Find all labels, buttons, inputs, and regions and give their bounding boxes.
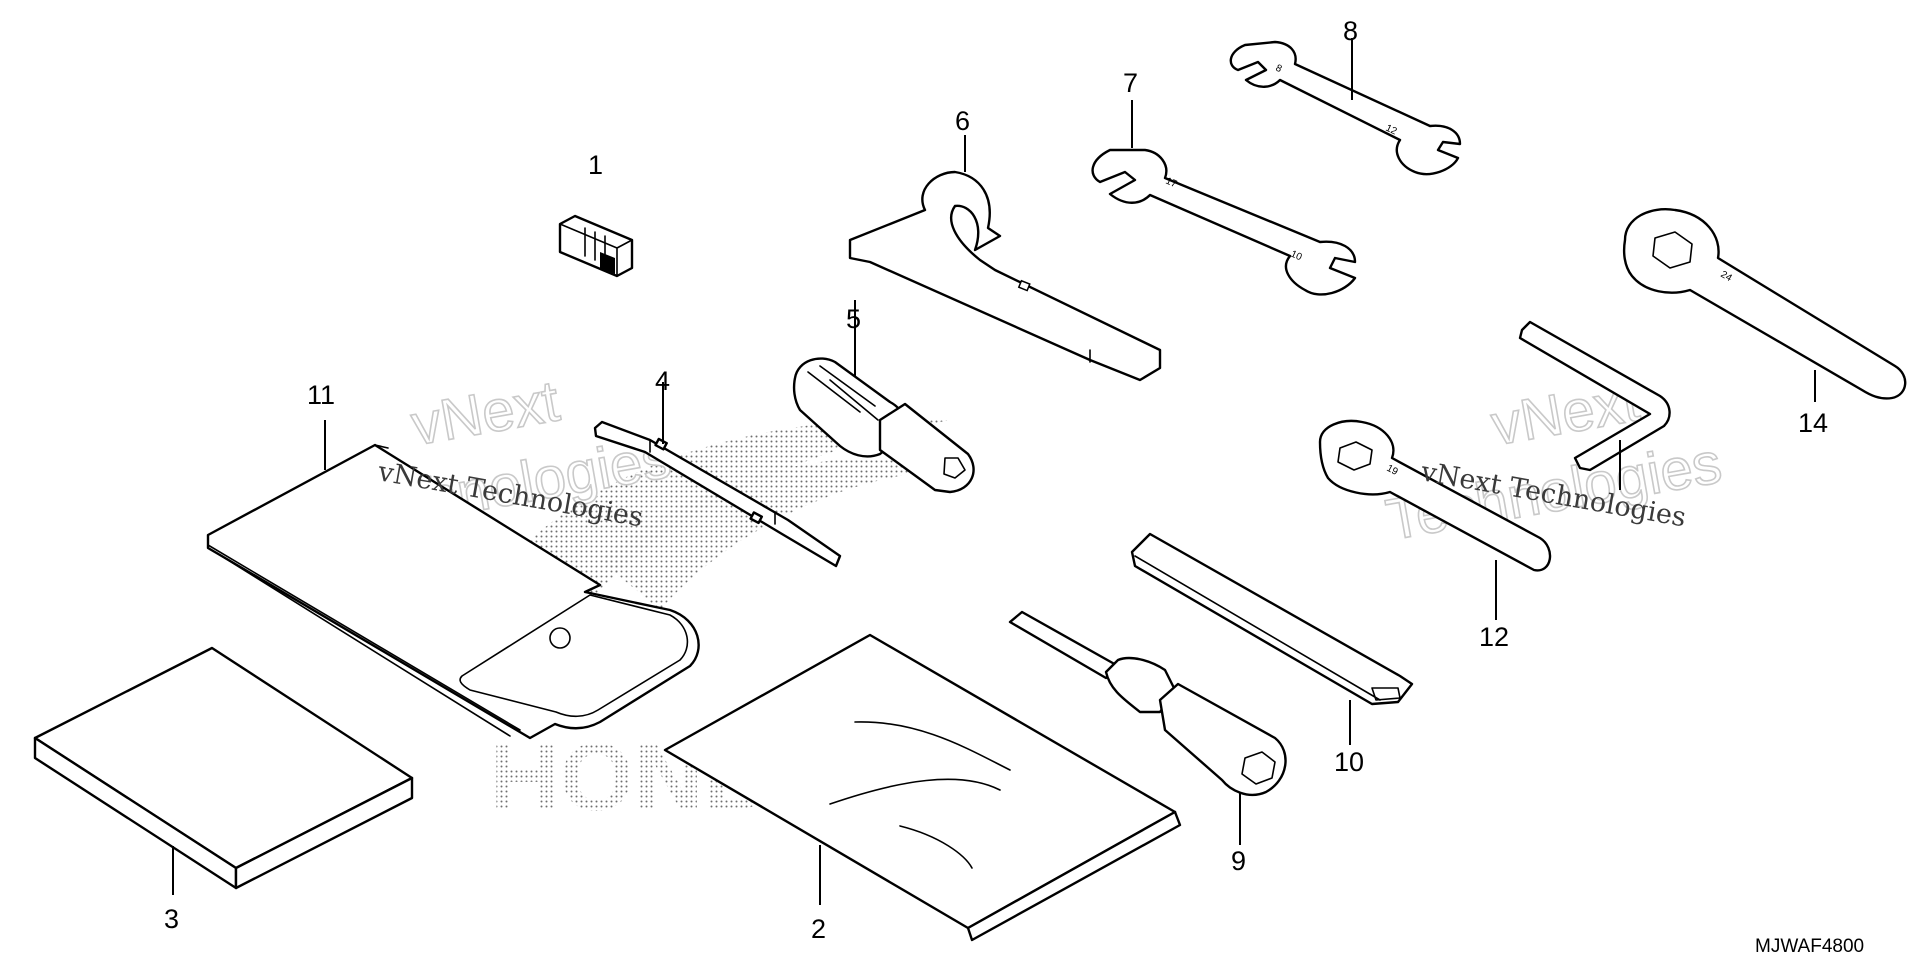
watermark-left-line1: vNext: [407, 368, 564, 458]
part-5-screwdriver-handle: [792, 300, 975, 494]
part-2-document-bag: [663, 633, 1182, 942]
callout-1: 1: [588, 150, 603, 180]
callout-5: 5: [846, 304, 861, 334]
wrench-14-mark: 24: [1719, 269, 1735, 284]
part-11-tool-bag: [206, 420, 700, 740]
wrench-7-mark-right: 10: [1289, 249, 1304, 264]
wrench-8-mark-right: 12: [1384, 123, 1399, 138]
diagram-code: MJWAF4800: [1755, 936, 1864, 957]
part-1-fuse: [558, 214, 634, 278]
part-6-hook-spanner: [848, 135, 1162, 382]
part-8-small-wrench: 8 12: [1229, 38, 1462, 176]
callout-6: 6: [955, 106, 970, 136]
part-13-hex-key: [1518, 320, 1671, 490]
wrench-12-mark: 19: [1385, 463, 1400, 478]
callout-7: 7: [1123, 68, 1138, 98]
part-4-screwdriver-bit: [593, 382, 842, 568]
part-9-plug-wrench: [1008, 610, 1287, 845]
callout-12: 12: [1479, 622, 1509, 652]
callout-3: 3: [164, 904, 179, 934]
callout-numbers: 1 2 3 4 5 6 7 8 9 10 11 12 14: [164, 16, 1828, 944]
wrench-8-mark-left: 8: [1274, 63, 1284, 76]
part-14-box-wrench: 24: [1622, 208, 1907, 402]
part-12-box-wrench: 19: [1318, 419, 1552, 620]
callout-11: 11: [307, 380, 335, 410]
callout-8: 8: [1343, 16, 1358, 46]
callout-2: 2: [811, 914, 826, 944]
part-7-open-wrench: 17 10: [1091, 100, 1357, 296]
callout-14: 14: [1798, 408, 1828, 438]
wrench-7-mark-left: 17: [1164, 176, 1179, 191]
part-3-owners-manual: [33, 646, 414, 895]
part-10-flat-bar: [1130, 532, 1414, 745]
callout-10: 10: [1334, 747, 1364, 777]
callout-4: 4: [655, 366, 670, 396]
callout-9: 9: [1231, 846, 1246, 876]
